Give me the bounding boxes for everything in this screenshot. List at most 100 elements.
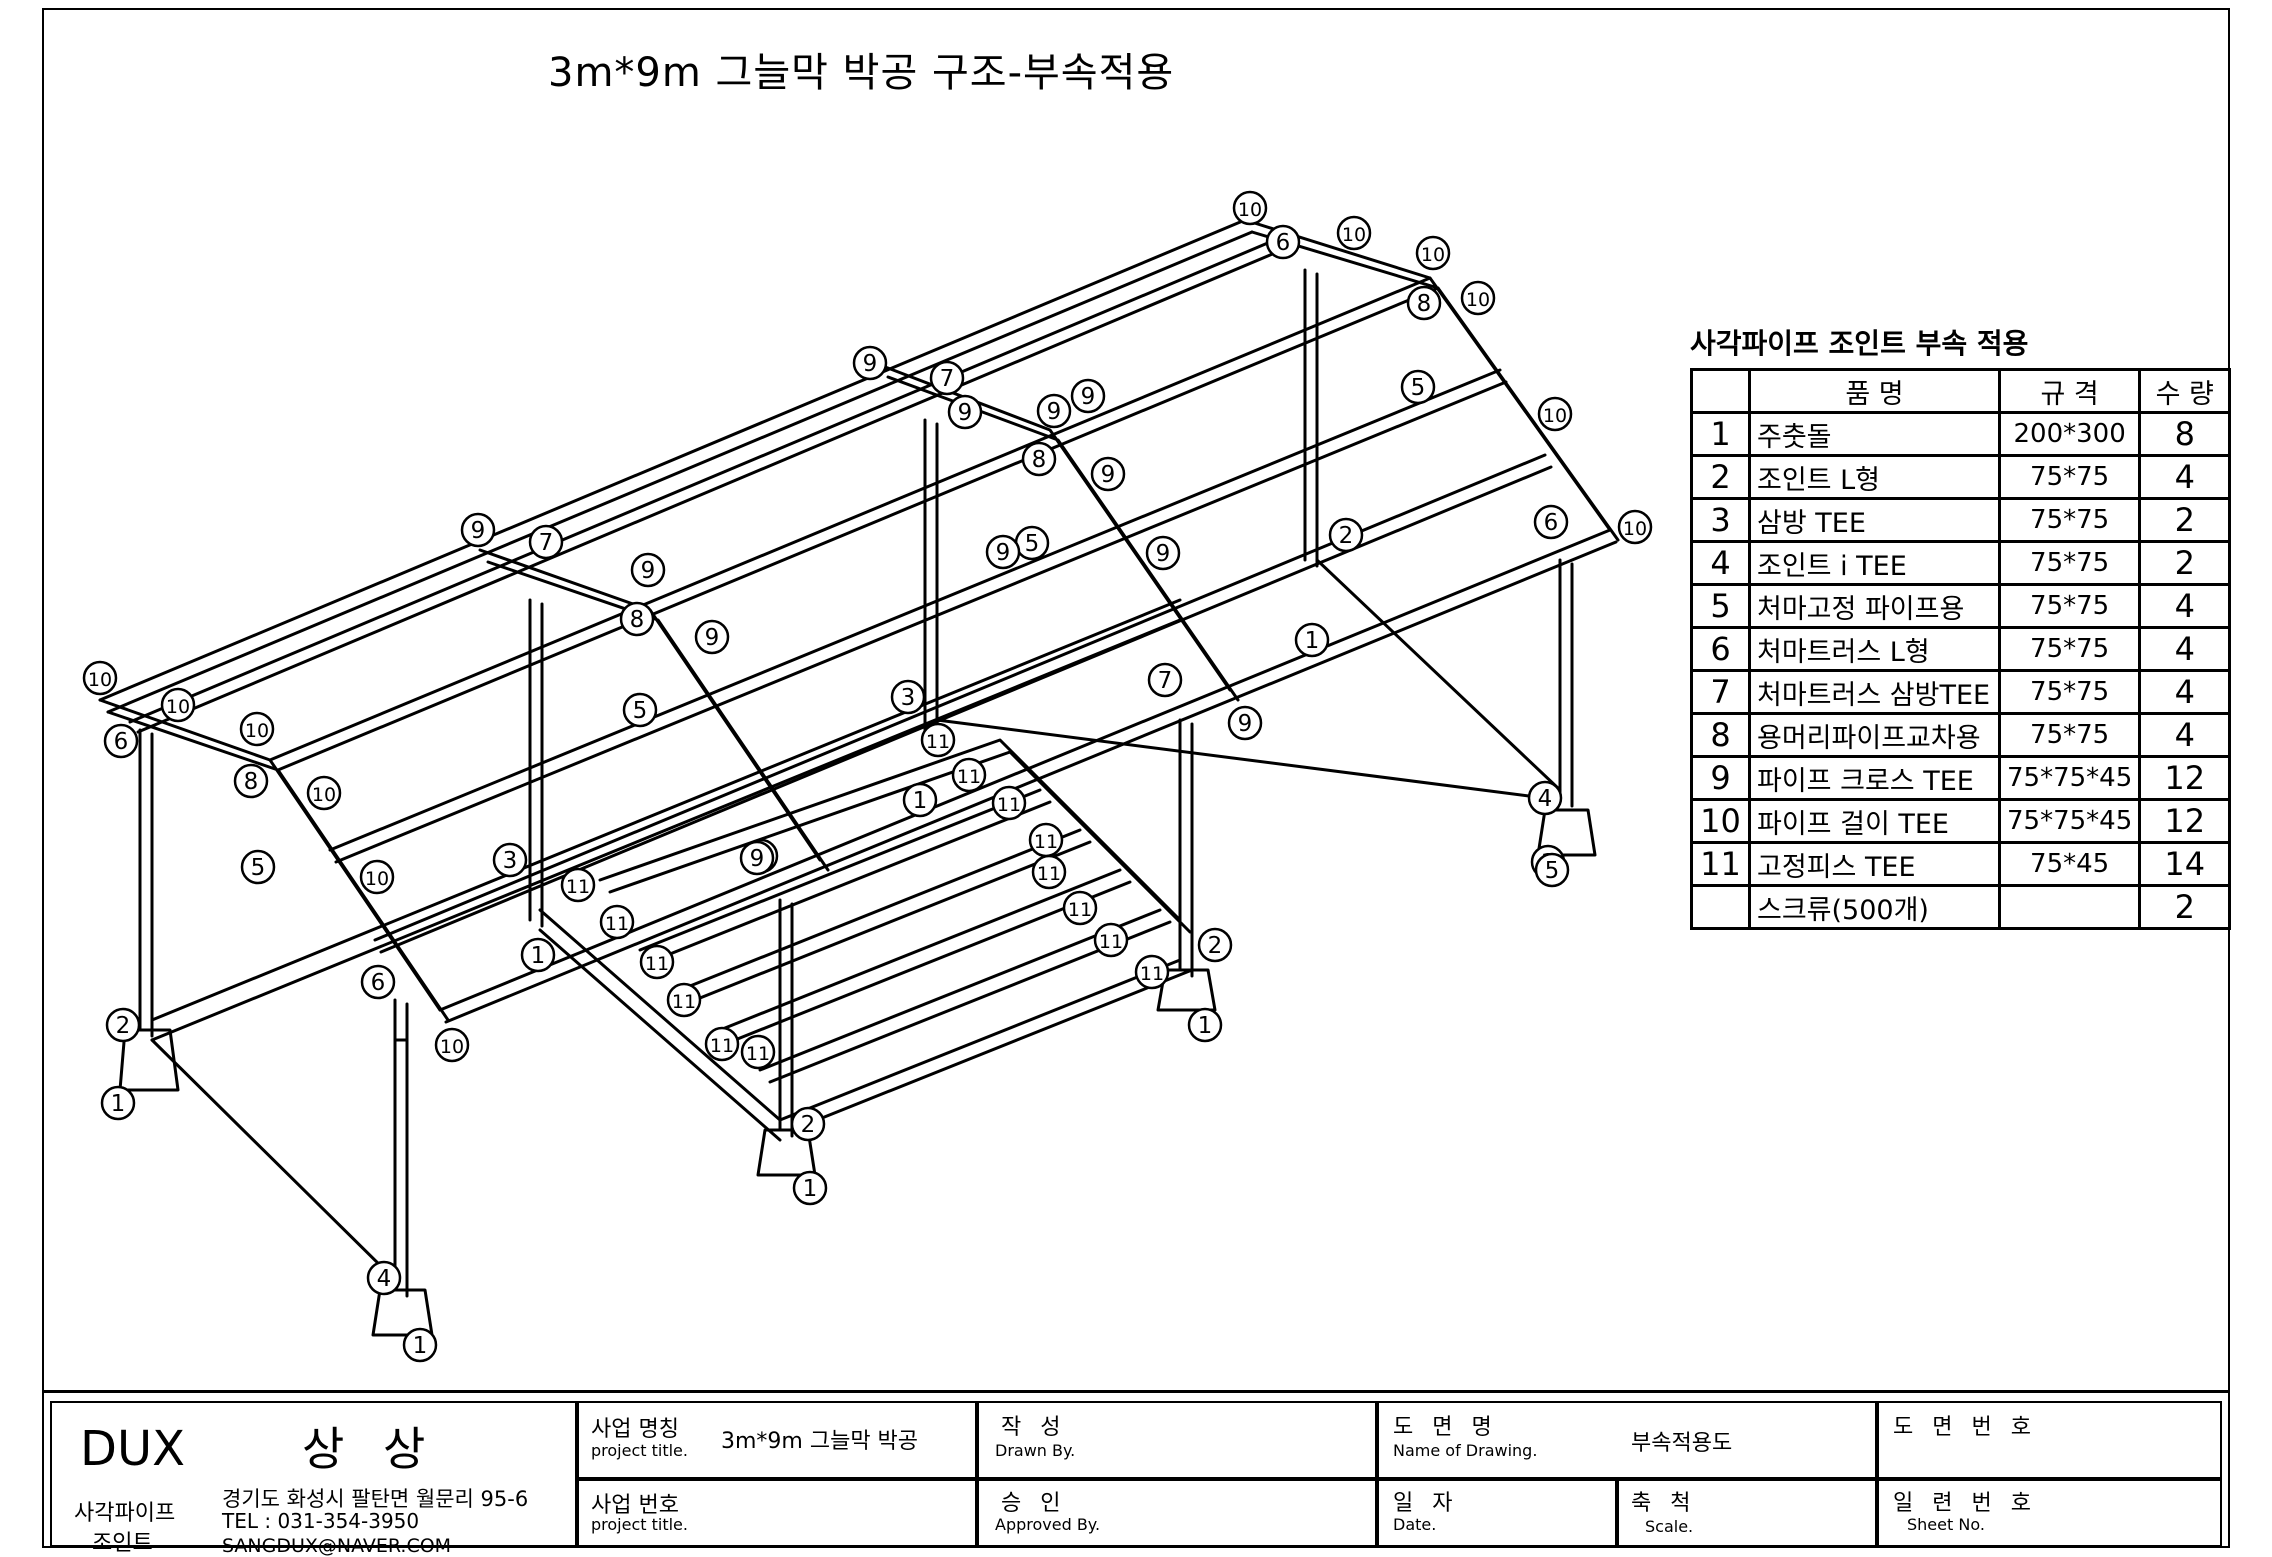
scale-box: 축 척 Scale. [1617,1479,1877,1547]
svg-text:7: 7 [539,530,554,556]
callout-1: 1 [902,782,938,818]
drawing-number-label: 도 면 번 호 [1893,1415,2037,1440]
callout-10: 10 [434,1027,470,1063]
callout-9: 9 [985,534,1021,570]
callout-4: 4 [1527,780,1563,816]
drawing-name-label: 도 면 명 [1393,1415,1498,1440]
svg-text:3: 3 [901,685,916,711]
svg-text:11: 11 [746,1043,770,1065]
callout-6: 6 [360,964,396,1000]
part-name: 고정피스 TEE [1748,841,2001,887]
project-name-box: 사업 명칭 project title. 3m*9m 그늘막 박공 [577,1401,977,1479]
company-korean-name: 상 상 [302,1422,438,1476]
callout-10: 10 [1232,190,1268,226]
svg-text:5: 5 [251,855,266,881]
callout-9: 9 [947,394,983,430]
project-number-box: 사업 번호 project title. [577,1479,977,1547]
drawing-number-box: 도 면 번 호 [1877,1401,2222,1479]
svg-text:10: 10 [1342,224,1366,246]
callout-1: 1 [402,1327,438,1363]
part-name: 처마고정 파이프용 [1748,583,2001,629]
sheet-number-label: 일 련 번 호 [1893,1491,2037,1516]
svg-text:9: 9 [1238,711,1253,737]
part-qty: 12 [2138,755,2232,801]
svg-text:4: 4 [1538,786,1553,812]
svg-text:9: 9 [996,540,1011,566]
svg-text:7: 7 [940,366,955,392]
callout-9: 9 [1070,378,1106,414]
callout-1: 1 [792,1170,828,1206]
svg-text:11: 11 [1034,831,1058,853]
callout-9: 9 [630,552,666,588]
svg-text:9: 9 [750,846,765,872]
approved-by-label-en: Approved By. [995,1515,1101,1534]
callout-5: 5 [622,692,658,728]
callout-11: 11 [991,785,1027,821]
svg-text:11: 11 [926,731,950,753]
callout-11: 11 [740,1034,776,1070]
drawing-title: 3m*9m 그늘막 박공 구조-부속적용 [548,50,1175,96]
callout-10: 10 [306,775,342,811]
svg-text:11: 11 [997,794,1021,816]
part-no: 10 [1690,798,1751,844]
svg-text:8: 8 [630,607,645,633]
part-no: 8 [1690,712,1751,758]
drawn-by-label: 작 성 [1001,1415,1067,1440]
callout-11: 11 [1062,890,1098,926]
callout-10: 10 [239,711,275,747]
svg-text:11: 11 [710,1035,734,1057]
svg-text:1: 1 [913,788,928,814]
callout-7: 7 [528,524,564,560]
callout-11: 11 [704,1026,740,1062]
part-qty: 2 [2138,497,2232,543]
svg-text:10: 10 [365,868,389,890]
svg-text:9: 9 [1101,462,1116,488]
callout-9: 9 [694,619,730,655]
part-name: 처마트러스 L형 [1748,626,2001,672]
part-qty: 4 [2138,669,2232,715]
callout-11: 11 [1134,954,1170,990]
sheet-number-label-en: Sheet No. [1907,1515,1985,1534]
svg-text:11: 11 [605,913,629,935]
svg-text:10: 10 [1421,244,1445,266]
callout-8: 8 [233,763,269,799]
part-spec: 75*75 [1997,626,2142,672]
svg-text:10: 10 [88,669,112,691]
callout-3: 3 [890,679,926,715]
parts-table-caption: 사각파이프 조인트 부속 적용 [1690,327,2029,360]
callout-10: 10 [1460,280,1496,316]
part-qty: 4 [2138,712,2232,758]
part-no: 7 [1690,669,1751,715]
part-no: 3 [1690,497,1751,543]
svg-text:10: 10 [1238,199,1262,221]
header-name: 품 명 [1748,368,2001,414]
svg-text:9: 9 [641,558,656,584]
svg-text:10: 10 [166,696,190,718]
date-label: 일 자 [1393,1491,1459,1516]
svg-text:3: 3 [503,848,518,874]
svg-text:5: 5 [633,698,648,724]
svg-text:11: 11 [645,953,669,975]
callout-10: 10 [160,687,196,723]
part-no: 5 [1690,583,1751,629]
callout-6: 6 [1533,504,1569,540]
callout-11: 11 [1093,922,1129,958]
svg-text:1: 1 [531,943,546,969]
header-spec: 규 격 [1997,368,2142,414]
svg-text:2: 2 [1208,933,1223,959]
drawing-name-box: 도 면 명 Name of Drawing. 부속적용도 [1377,1401,1877,1479]
part-qty: 2 [2138,540,2232,586]
part-qty: 4 [2138,583,2232,629]
part-spec [1997,884,2142,930]
callout-3: 3 [492,842,528,878]
svg-text:10: 10 [312,784,336,806]
callout-11: 11 [920,722,956,758]
drawing-name-label-en: Name of Drawing. [1393,1441,1538,1460]
project-name-value: 3m*9m 그늘막 박공 [721,1429,919,1454]
part-spec: 75*75 [1997,583,2142,629]
